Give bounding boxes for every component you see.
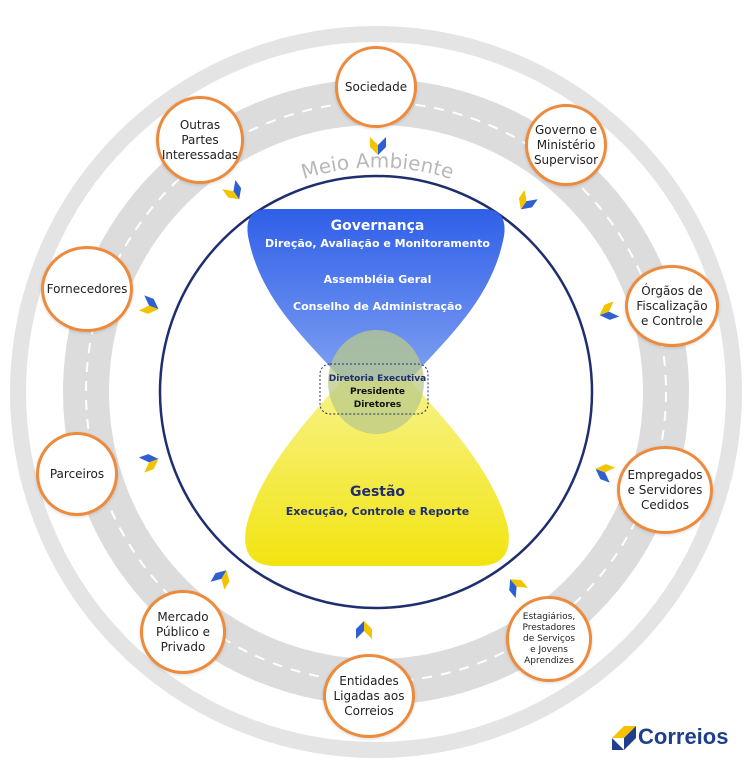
governance-area — [247, 209, 505, 380]
connector-arrow-icon — [222, 180, 242, 200]
road-dashes — [85, 101, 667, 683]
connector-arrow-icon — [599, 301, 620, 320]
executive-box — [319, 363, 429, 415]
stakeholder-label: Fornecedores — [46, 281, 128, 296]
governance-board: Conselho de Administração — [293, 300, 462, 313]
connector-arrow-icon — [370, 137, 386, 155]
connector-arrows — [138, 137, 620, 639]
executive-president: Presidente — [350, 387, 405, 397]
executive-overlap — [328, 330, 424, 434]
stakeholder-partners: Parceiros — [36, 432, 118, 516]
stakeholder-linked-entities: Entidades Ligadas aos Correios — [323, 654, 415, 738]
management-title: Gestão — [349, 484, 406, 500]
stakeholder-label: Sociedade — [344, 79, 408, 94]
governance-general-assembly: Assembléia Geral — [323, 273, 432, 286]
stakeholder-society: Sociedade — [335, 46, 417, 128]
stakeholder-label: Estagiários, Prestadores de Serviços e J… — [522, 611, 576, 666]
stakeholder-employees: Empregados e Servidores Cedidos — [617, 446, 713, 534]
environment-ring — [10, 26, 742, 758]
stakeholder-label: Órgãos de Fiscalização e Controle — [636, 283, 708, 328]
stakeholder-label: Entidades Ligadas aos Correios — [333, 673, 405, 718]
governance-subtitle: Direção, Avaliação e Monitoramento — [265, 237, 490, 250]
connector-arrow-icon — [138, 295, 159, 314]
executive-directors: Diretores — [353, 400, 402, 410]
connector-arrow-icon — [210, 570, 230, 590]
correios-logo-icon — [612, 726, 636, 750]
stakeholder-label: Outras Partes Interessadas — [161, 117, 239, 162]
connector-arrow-icon — [138, 454, 159, 473]
stakeholder-oversight-bodies: Órgãos de Fiscalização e Controle — [625, 265, 719, 347]
connector-arrow-icon — [509, 579, 528, 599]
connector-arrow-icon — [595, 464, 616, 483]
management-area — [245, 380, 509, 566]
management-subtitle: Execução, Controle e Reporte — [285, 505, 470, 518]
stakeholder-label: Governo e Ministério Supervisor — [533, 122, 599, 167]
stakeholder-interns-contractors: Estagiários, Prestadores de Serviços e J… — [506, 596, 592, 682]
executive-title: Diretoria Executiva — [328, 374, 427, 384]
stakeholder-label: Empregados e Servidores Cedidos — [627, 467, 703, 512]
stakeholder-government: Governo e Ministério Supervisor — [525, 104, 607, 186]
stakeholder-other-parties: Outras Partes Interessadas — [156, 96, 244, 184]
stakeholder-market: Mercado Público e Privado — [140, 590, 226, 674]
stakeholder-label: Parceiros — [49, 466, 105, 481]
connector-arrow-icon — [518, 190, 538, 210]
governance-title: Governança — [330, 218, 425, 234]
stakeholder-suppliers: Fornecedores — [41, 246, 133, 332]
correios-logo-text: Correios — [638, 724, 729, 749]
stakeholder-label: Mercado Público e Privado — [155, 609, 211, 654]
connector-arrow-icon — [356, 621, 372, 639]
